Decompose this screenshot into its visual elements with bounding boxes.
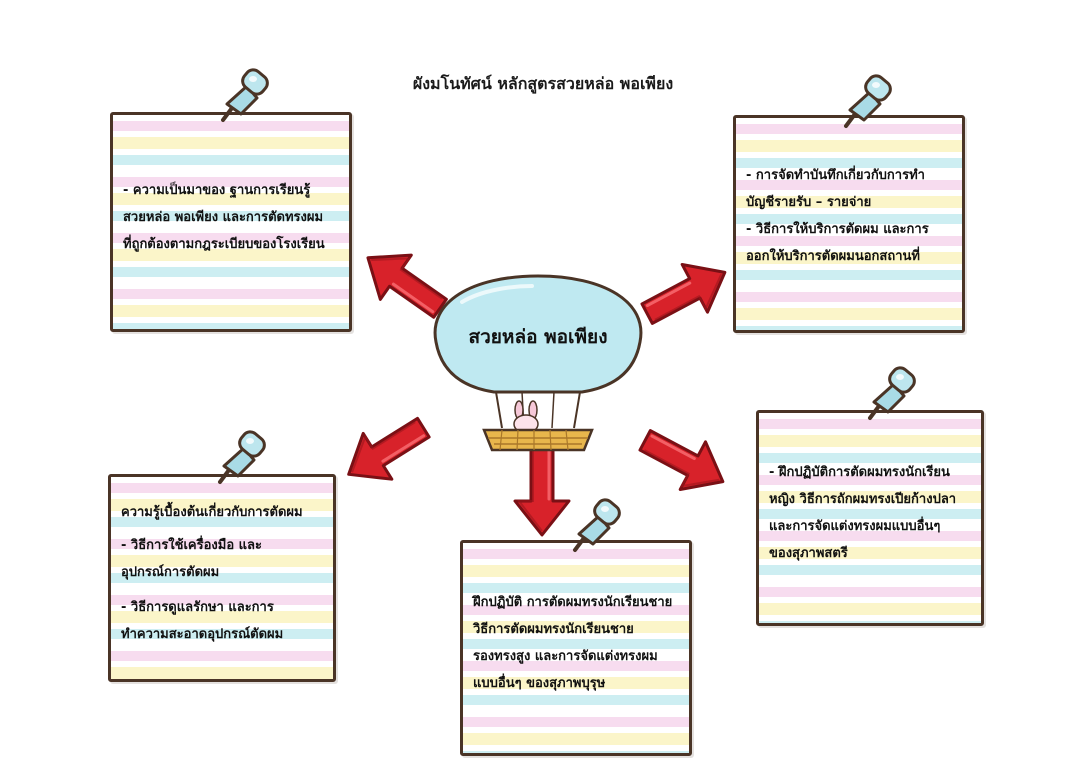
hot-air-balloon-icon	[433, 274, 643, 452]
note-text: ฝึกปฏิบัติ การตัดผมทรงนักเรียนชาย	[473, 595, 673, 610]
note-text: - วิธีการดูแลรักษา และการ	[121, 600, 274, 615]
note-text: รองทรงสูง และการจัดแต่งทรงผม	[473, 649, 658, 664]
pushpin-icon	[868, 362, 920, 420]
pushpin-icon	[218, 426, 270, 484]
pushpin-icon	[221, 64, 273, 122]
pushpin-icon	[844, 70, 896, 128]
center-balloon: สวยหล่อ พอเพียง	[422, 272, 654, 454]
note-bottom-left: ความรู้เบื้องต้นเกี่ยวกับการตัดผม - วิธี…	[108, 474, 336, 682]
note-text: สวยหล่อ พอเพียง และการตัดทรงผม	[123, 210, 324, 225]
note-text: และการจัดแต่งทรงผมแบบอื่นๆ	[769, 519, 941, 534]
note-text: - ความเป็นมาของ ฐานการเรียนรู้	[123, 183, 311, 198]
note-text: ของสุภาพสตรี	[769, 546, 848, 561]
note-text: - วิธีการให้บริการตัดผม และการ	[746, 222, 929, 237]
center-label: สวยหล่อ พอเพียง	[468, 326, 608, 348]
note-text: ความรู้เบื้องต้นเกี่ยวกับการตัดผม	[121, 505, 303, 520]
note-text: บัญชีรายรับ – รายจ่าย	[746, 195, 872, 210]
note-text: - ฝึกปฏิบัติการตัดผมทรงนักเรียน	[769, 465, 950, 480]
note-text: ทำความสะอาดอุปกรณ์ตัดผม	[121, 627, 284, 642]
note-text: - การจัดทำบันทึกเกี่ยวกับการทำ	[746, 168, 925, 183]
note-text: หญิง วิธีการถักผมทรงเปียก้างปลา	[769, 492, 957, 507]
note-text: วิธีการตัดผมทรงนักเรียนชาย	[473, 622, 634, 637]
note-text: แบบอื่นๆ ของสุภาพบุรุษ	[473, 676, 606, 691]
note-text: อุปกรณ์การตัดผม	[121, 565, 220, 580]
note-text: - วิธีการใช้เครื่องมือ และ	[121, 538, 262, 553]
note-right: - ฝึกปฏิบัติการตัดผมทรงนักเรียน หญิง วิธ…	[756, 410, 984, 626]
note-bottom-center: ฝึกปฏิบัติ การตัดผมทรงนักเรียนชาย วิธีกา…	[460, 540, 692, 756]
arrow-down-icon	[513, 445, 571, 537]
note-top-left: - ความเป็นมาของ ฐานการเรียนรู้ สวยหล่อ พ…	[110, 112, 352, 332]
note-top-right: - การจัดทำบันทึกเกี่ยวกับการทำ บัญชีรายร…	[733, 115, 965, 333]
diagram-title: ผังมโนทัศน์ หลักสูตรสวยหล่อ พอเพียง	[412, 74, 674, 93]
note-text: ออกให้บริการตัดผมนอกสถานที่	[746, 249, 920, 264]
note-text: ที่ถูกต้องตามกฎระเบียบของโรงเรียน	[123, 237, 325, 252]
